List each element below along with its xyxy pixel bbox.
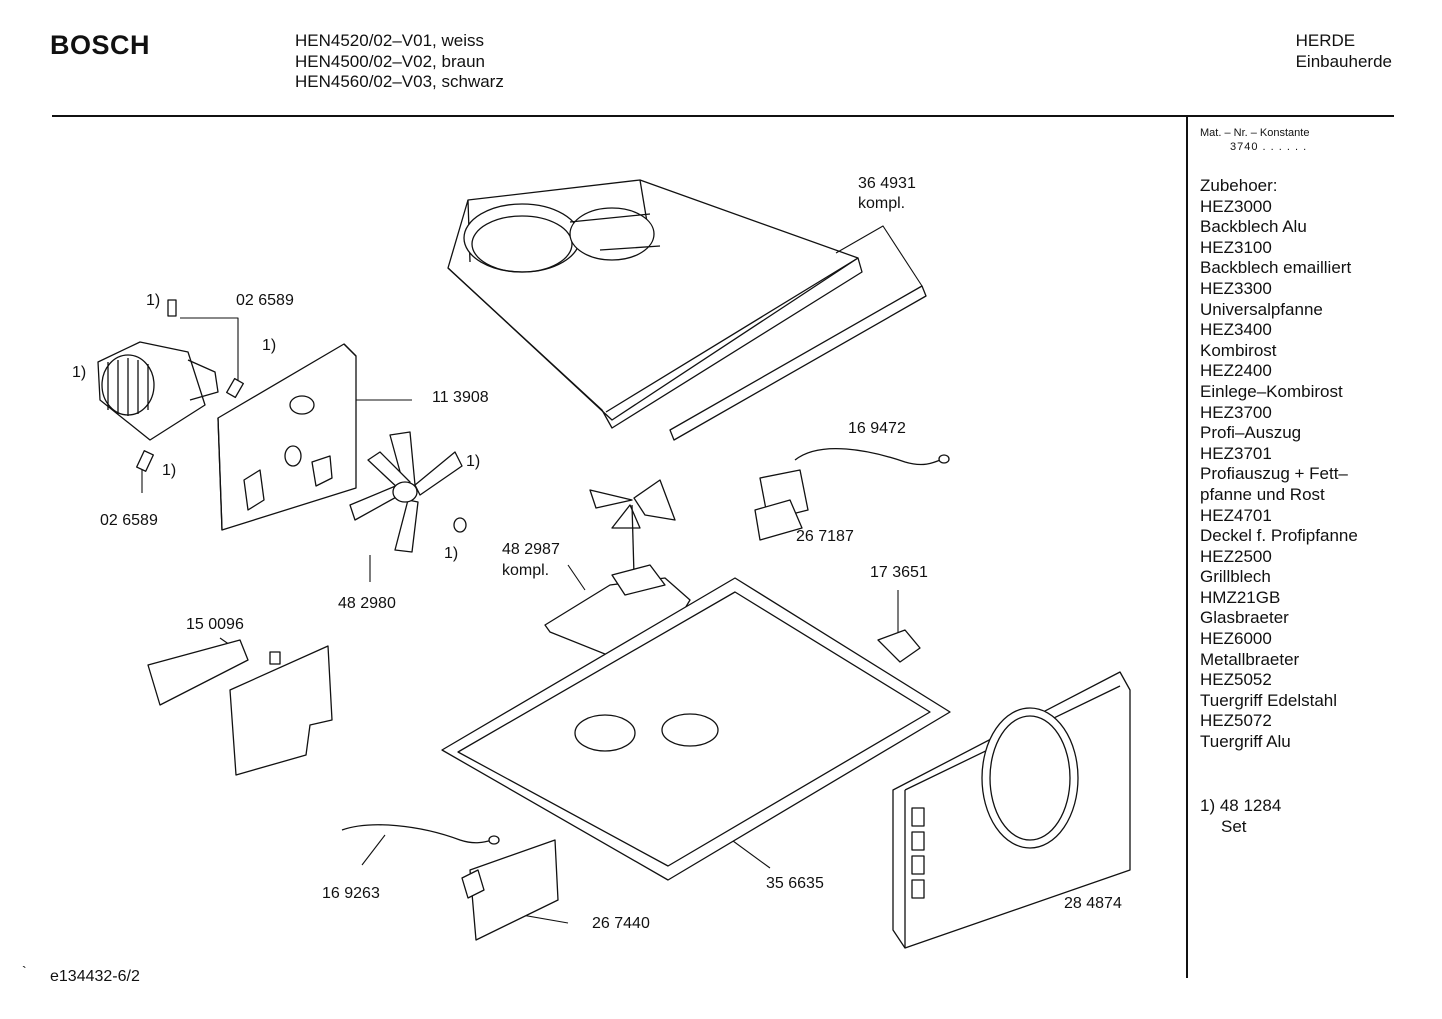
accessory-item: HEZ6000 — [1200, 629, 1272, 649]
door-panel-part — [892, 671, 1131, 949]
material-number-value: 3740 . . . . . . — [1230, 141, 1308, 153]
accessory-item: Grillblech — [1200, 567, 1271, 587]
footnote-marker: 1) — [146, 292, 161, 309]
accessory-item: HEZ5052 — [1200, 670, 1272, 690]
fan-motor-part — [97, 299, 244, 472]
accessory-item: HEZ5072 — [1200, 711, 1272, 731]
footnote-line: 1) 48 1284 — [1200, 795, 1282, 815]
brand-logo: BOSCH — [50, 30, 151, 60]
exploded-view-drawing — [97, 179, 1131, 949]
accessories-title: Zubehoer: — [1200, 176, 1278, 195]
accessory-item: HEZ3701 — [1200, 443, 1272, 463]
part-label: 16 9472 — [848, 420, 906, 437]
transformer-part — [754, 448, 950, 541]
part-label: 36 4931 — [858, 175, 916, 192]
accessory-item: Universalpfanne — [1200, 299, 1323, 319]
corner-mark: ` — [22, 963, 27, 979]
callout-lines — [141, 225, 923, 924]
control-board-part — [147, 639, 333, 776]
accessory-item: pfanne und Rost — [1200, 484, 1325, 504]
part-label: 26 7187 — [796, 528, 854, 545]
model-line: HEN4520/02–V01, weiss — [295, 31, 485, 50]
part-label: kompl. — [858, 195, 906, 212]
accessory-item: Profiauszug + Fett– — [1200, 464, 1348, 484]
accessory-item: Profi–Auszug — [1200, 423, 1302, 443]
thermostat-part — [877, 629, 921, 663]
footnote-marker: 1) — [262, 337, 277, 354]
accessory-item: HEZ2500 — [1200, 546, 1272, 566]
part-label: 48 2980 — [338, 595, 396, 612]
accessory-item: HMZ21GB — [1200, 587, 1281, 607]
accessory-item: HEZ3300 — [1200, 278, 1272, 298]
appliance-category: HERDE Einbauherde — [1296, 31, 1392, 72]
accessory-item: HEZ3700 — [1200, 402, 1272, 422]
part-label: 17 3651 — [870, 564, 928, 581]
footnote-marker: 1) — [72, 364, 87, 381]
category-line: HERDE — [1295, 31, 1356, 50]
accessory-item: Backblech emailliert — [1200, 258, 1352, 278]
accessory-item: HEZ3400 — [1200, 320, 1272, 340]
part-label: 16 9263 — [322, 885, 380, 902]
accessory-item: Tuergriff Alu — [1200, 732, 1291, 752]
footnote-marker: 1) — [466, 453, 481, 470]
footnote: 1) 48 1284 Set — [1200, 795, 1430, 837]
sidebar-divider — [1186, 116, 1188, 978]
footnote-line: Set — [1221, 816, 1247, 836]
fan-wheel-part — [349, 431, 467, 553]
accessory-item: Einlege–Kombirost — [1200, 381, 1343, 401]
accessory-item: Glasbraeter — [1200, 608, 1289, 628]
accessory-item: Tuergriff Edelstahl — [1200, 690, 1338, 710]
footnote-marker: 1) — [162, 462, 177, 479]
part-label: 28 4874 — [1064, 895, 1122, 912]
accessory-item: Backblech Alu — [1200, 217, 1307, 237]
accessory-item: Kombirost — [1200, 340, 1277, 360]
part-label: 48 2987 — [502, 541, 560, 558]
part-label: 26 7440 — [592, 915, 650, 932]
category-line: Einbauherde — [1295, 51, 1392, 71]
footnote-marker: 1) — [444, 545, 459, 562]
accessory-item: Deckel f. Profipfanne — [1200, 526, 1358, 546]
part-label: 11 3908 — [432, 389, 489, 406]
model-line: HEN4560/02–V03, schwarz — [295, 72, 504, 91]
accessory-item: HEZ3100 — [1200, 237, 1272, 257]
accessory-item: HEZ3000 — [1200, 196, 1272, 216]
part-label: 15 0096 — [186, 616, 244, 633]
part-label: 02 6589 — [100, 512, 158, 529]
oven-cavity-part — [441, 577, 951, 881]
part-label: kompl. — [502, 562, 550, 579]
part-label: 02 6589 — [236, 292, 294, 309]
model-list: HEN4520/02–V01, weiss HEN4500/02–V02, br… — [295, 31, 504, 93]
accessory-item: HEZ2400 — [1200, 361, 1272, 381]
accessory-sidebar: Mat. – Nr. – Konstante 3740 . . . . . . … — [1200, 126, 1430, 837]
material-number-label: Mat. – Nr. – Konstante — [1200, 127, 1310, 139]
rear-panel-part — [217, 343, 357, 531]
top-cover-part — [447, 179, 927, 441]
document-number: e134432-6/2 — [50, 968, 140, 985]
accessory-item: Metallbraeter — [1200, 649, 1300, 669]
accessory-item: HEZ4701 — [1200, 505, 1272, 525]
header-divider — [52, 115, 1394, 117]
model-line: HEN4500/02–V02, braun — [295, 51, 485, 71]
wire-harness-part — [341, 824, 559, 941]
part-label: 35 6635 — [766, 875, 824, 892]
